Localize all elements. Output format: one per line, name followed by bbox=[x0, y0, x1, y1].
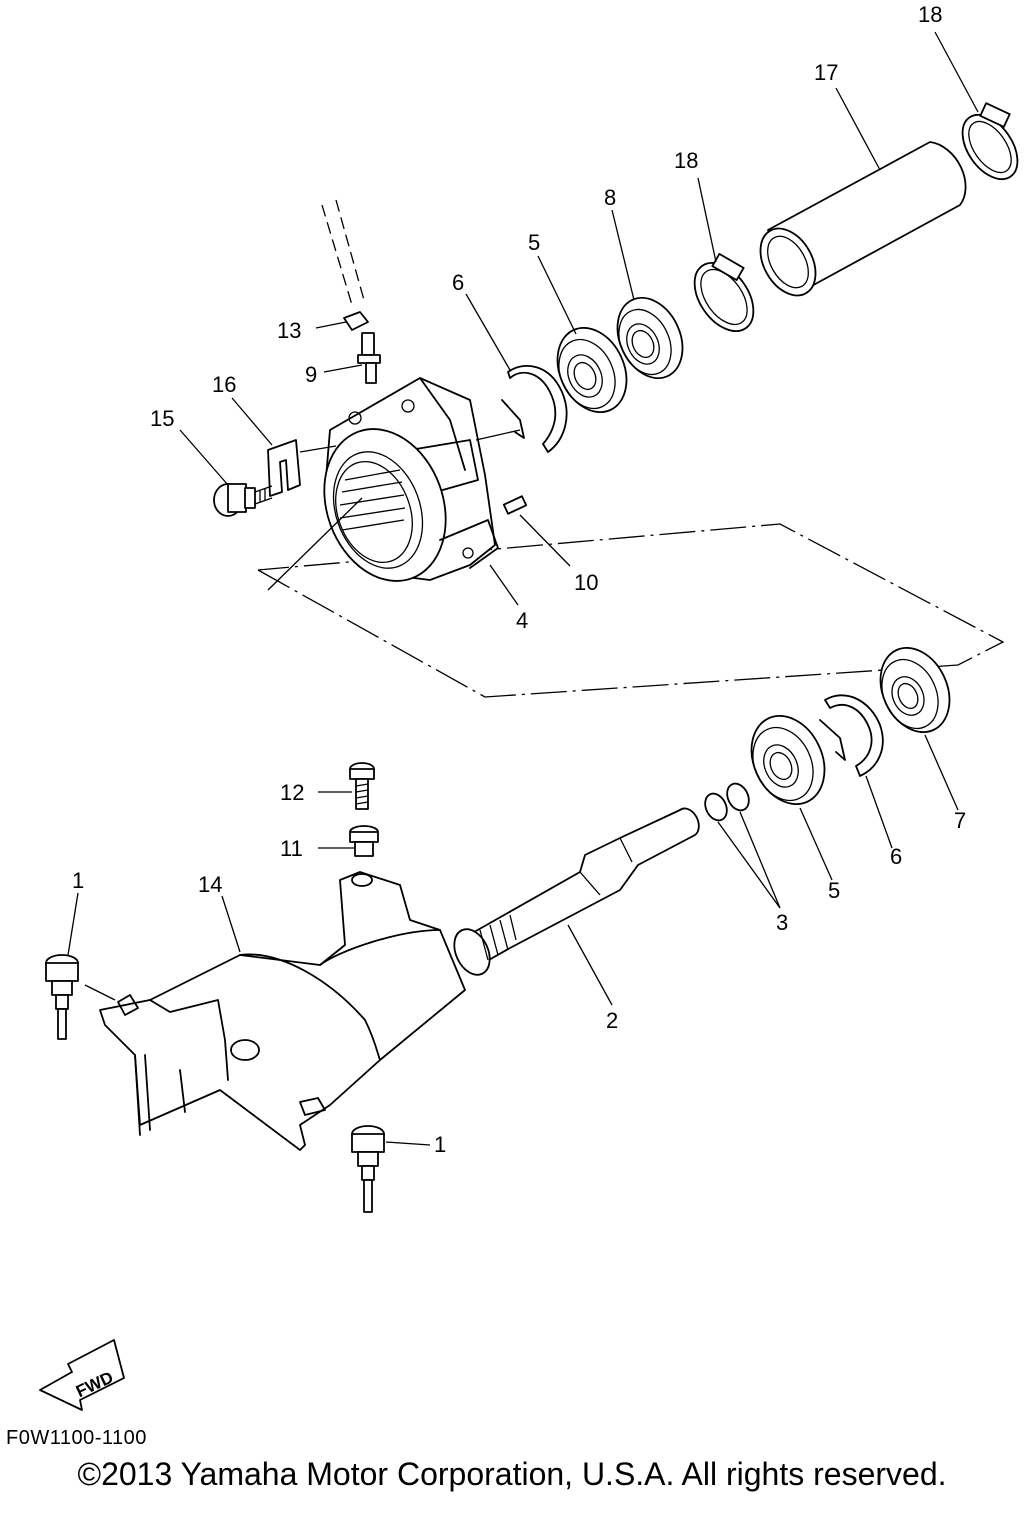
cover-14 bbox=[99, 871, 466, 1151]
label-1-right: 1 bbox=[434, 1132, 446, 1157]
leader-lines bbox=[67, 31, 979, 1146]
hose-clamp-18-upper bbox=[961, 102, 1019, 180]
label-15: 15 bbox=[150, 406, 174, 431]
bearing-8 bbox=[616, 296, 684, 380]
label-4: 4 bbox=[516, 608, 528, 633]
label-2: 2 bbox=[606, 1008, 618, 1033]
copyright-notice: ©2013 Yamaha Motor Corporation, U.S.A. A… bbox=[77, 1456, 947, 1492]
hose-clamp-18-lower bbox=[693, 253, 755, 332]
label-18-upper: 18 bbox=[918, 2, 942, 27]
label-10: 10 bbox=[574, 570, 598, 595]
label-9: 9 bbox=[305, 362, 317, 387]
label-12: 12 bbox=[280, 780, 304, 805]
steering-cable bbox=[321, 199, 365, 306]
circlip-6-upper bbox=[501, 364, 568, 453]
label-16: 16 bbox=[212, 372, 236, 397]
plate-16 bbox=[267, 439, 301, 497]
label-6-upper: 6 bbox=[452, 270, 464, 295]
label-5-lower: 5 bbox=[828, 878, 840, 903]
bolt-12 bbox=[349, 762, 375, 810]
bearing-5-lower bbox=[750, 715, 826, 805]
assembly-outline bbox=[257, 523, 1005, 698]
label-18-lower: 18 bbox=[674, 148, 698, 173]
label-13: 13 bbox=[277, 318, 301, 343]
label-7: 7 bbox=[954, 808, 966, 833]
label-14: 14 bbox=[198, 872, 222, 897]
label-8: 8 bbox=[604, 185, 616, 210]
bearing-5-upper bbox=[556, 326, 628, 414]
part-labels: 18 17 18 8 5 6 13 9 16 15 10 4 7 6 5 3 2… bbox=[72, 2, 966, 1157]
bearing-7 bbox=[879, 646, 951, 734]
label-17: 17 bbox=[814, 60, 838, 85]
nipple-9 bbox=[357, 332, 381, 384]
bearing-housing-4 bbox=[323, 377, 499, 582]
collar-11 bbox=[349, 825, 379, 857]
label-3: 3 bbox=[776, 910, 788, 935]
hose-17 bbox=[759, 141, 967, 297]
label-1-left: 1 bbox=[72, 868, 84, 893]
bolt-1-left bbox=[45, 954, 79, 1040]
label-6-lower: 6 bbox=[890, 844, 902, 869]
label-11: 11 bbox=[280, 836, 303, 861]
bolt-1-right bbox=[351, 1125, 385, 1213]
o-rings-3 bbox=[704, 782, 750, 822]
drive-shaft-2 bbox=[453, 807, 700, 976]
circlip-6-lower bbox=[819, 694, 884, 777]
clip-13 bbox=[343, 311, 369, 331]
dowel-pin-10 bbox=[502, 495, 528, 515]
fwd-arrow-icon: FWD bbox=[39, 1339, 125, 1411]
diagram-code: F0W1100-1100 bbox=[6, 1427, 147, 1449]
bolt-15 bbox=[213, 483, 273, 517]
label-5-upper: 5 bbox=[528, 230, 540, 255]
